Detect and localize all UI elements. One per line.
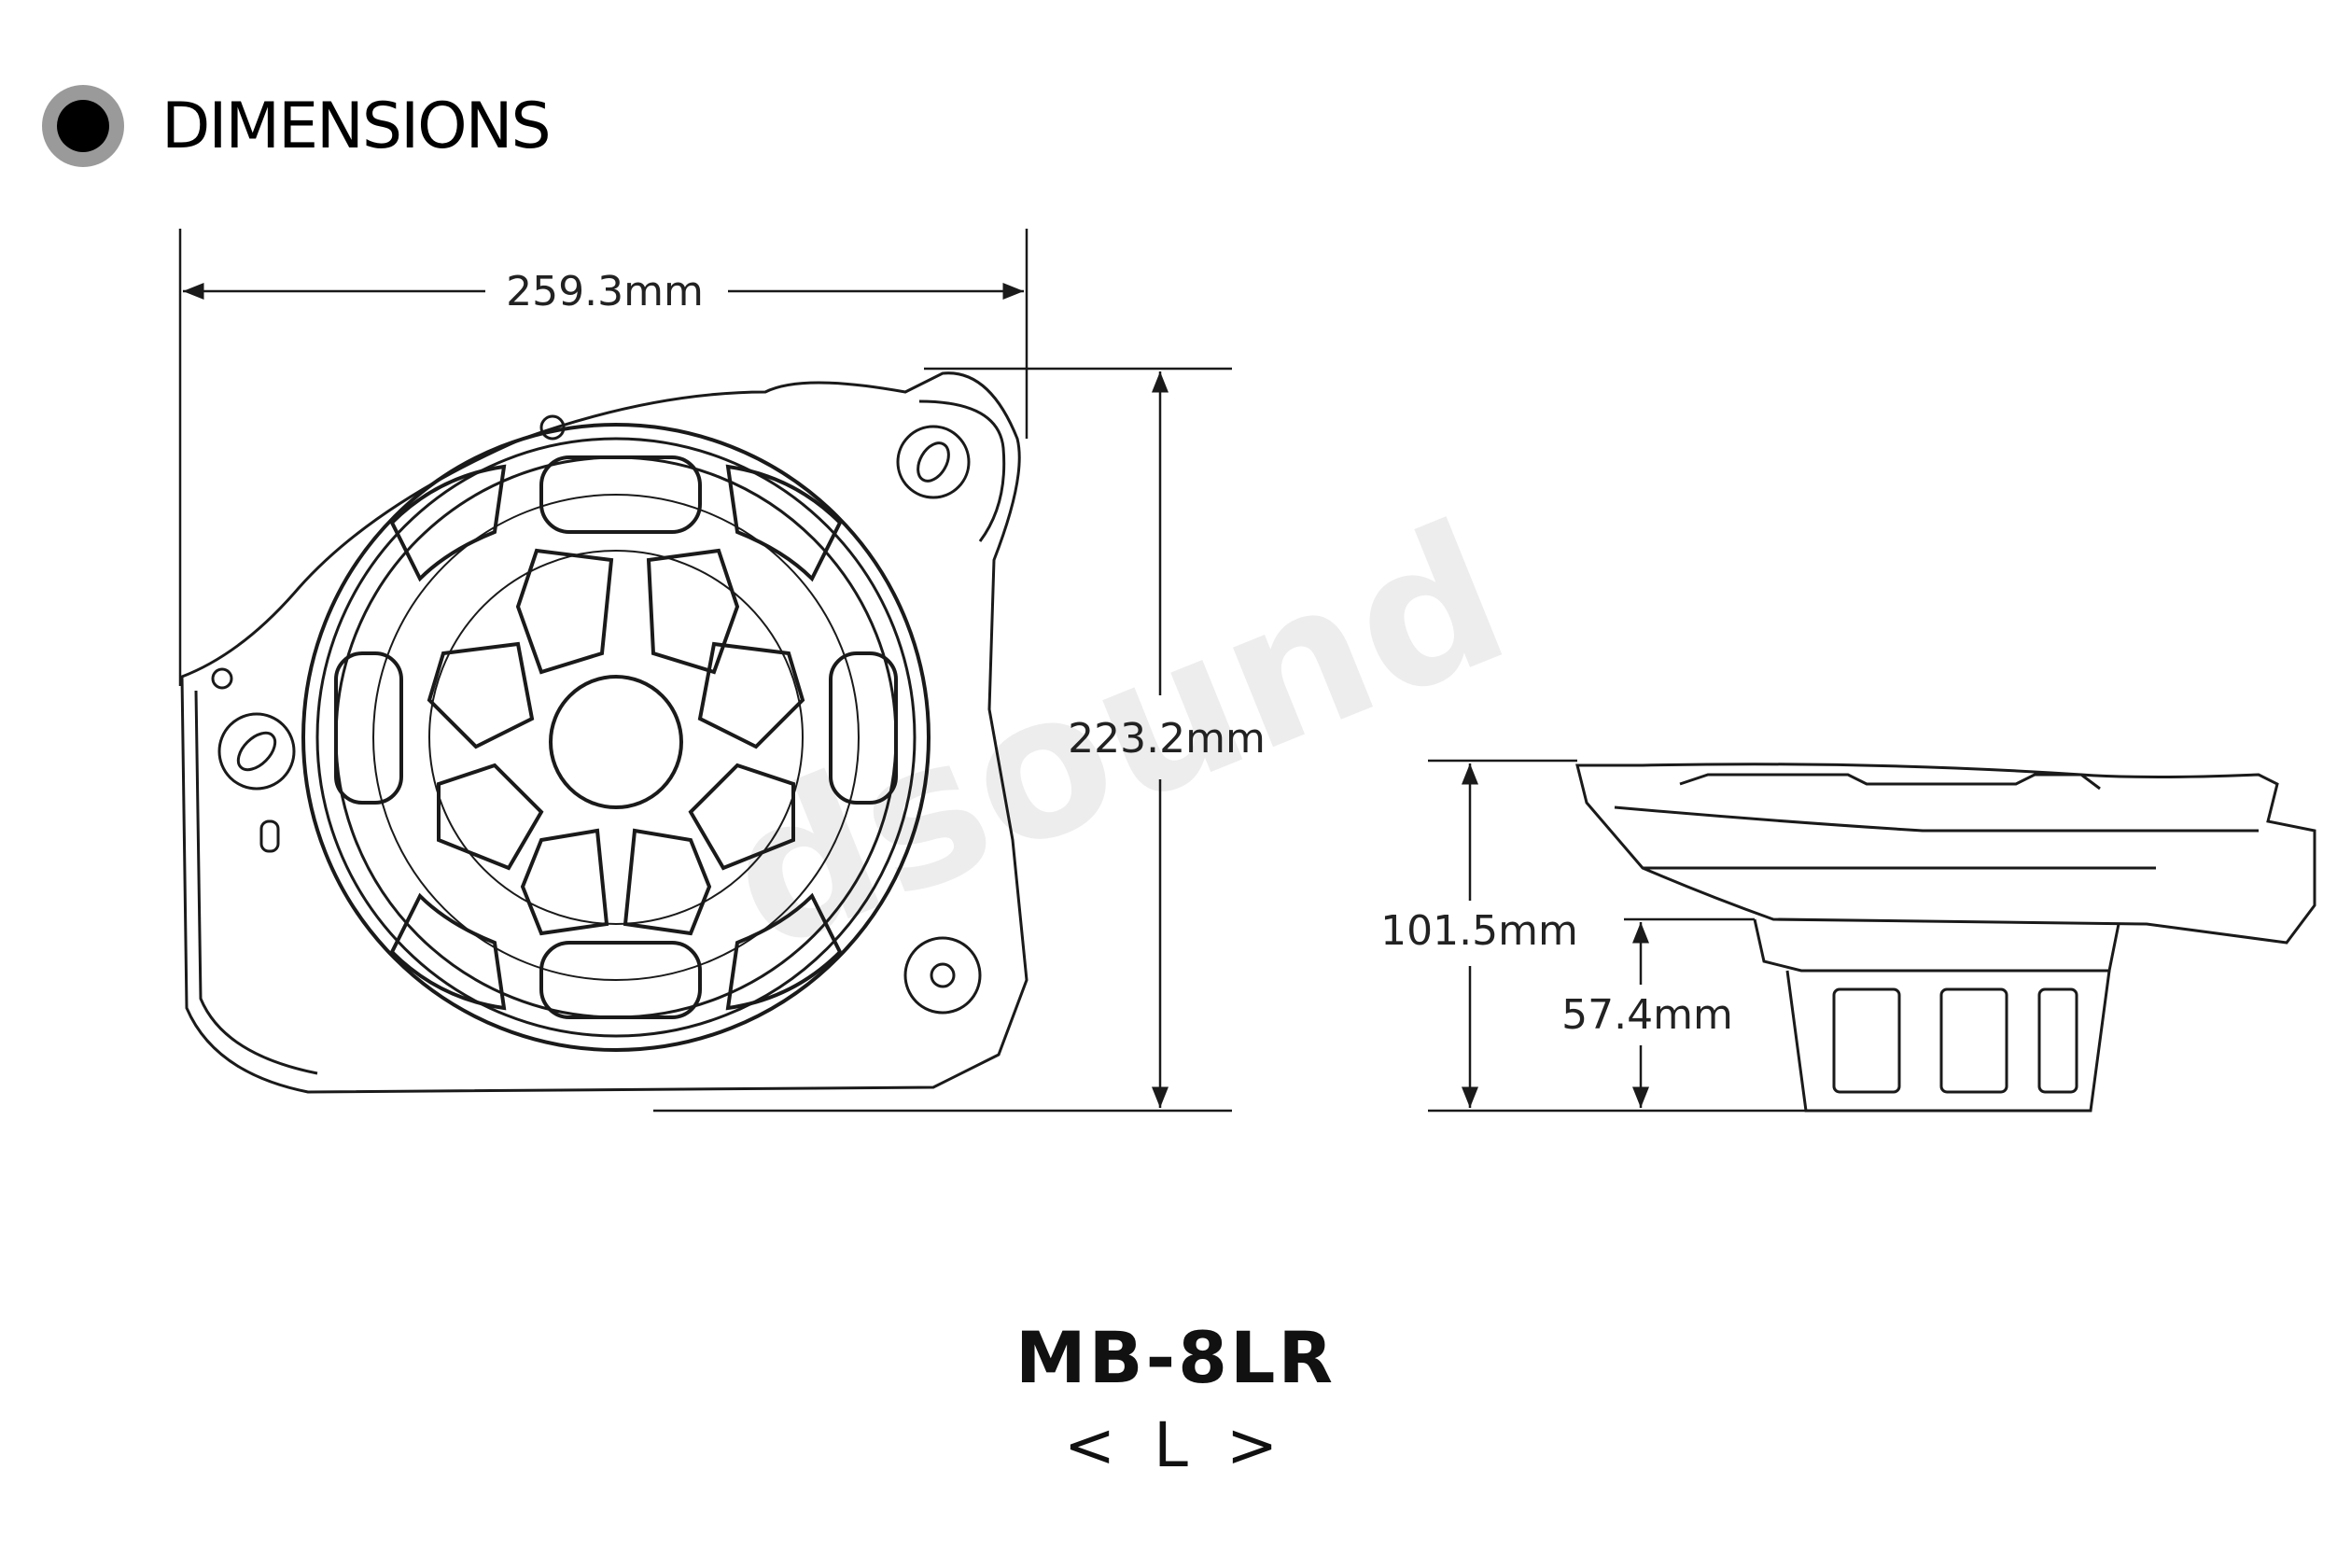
height-dimension: 223.2mm	[653, 367, 1266, 1113]
mount-depth-dimension: 57.4mm	[1561, 917, 1755, 1108]
side-view-drawing	[1575, 763, 2316, 1113]
bullet-icon	[42, 85, 124, 167]
model-name: MB-8LR	[1015, 1316, 1336, 1399]
front-view-drawing	[180, 371, 1029, 1094]
depth-dimension: 101.5mm	[1380, 759, 1806, 1113]
width-label: 259.3mm	[506, 268, 704, 315]
height-label: 223.2mm	[1068, 715, 1266, 763]
width-dimension: 259.3mm	[178, 229, 1029, 686]
depth-label: 101.5mm	[1380, 907, 1578, 955]
model-side-label: < L >	[1063, 1409, 1288, 1481]
section-title: DIMENSIONS	[161, 89, 552, 163]
section-header: DIMENSIONS	[42, 79, 552, 173]
mount-depth-label: 57.4mm	[1561, 991, 1733, 1039]
